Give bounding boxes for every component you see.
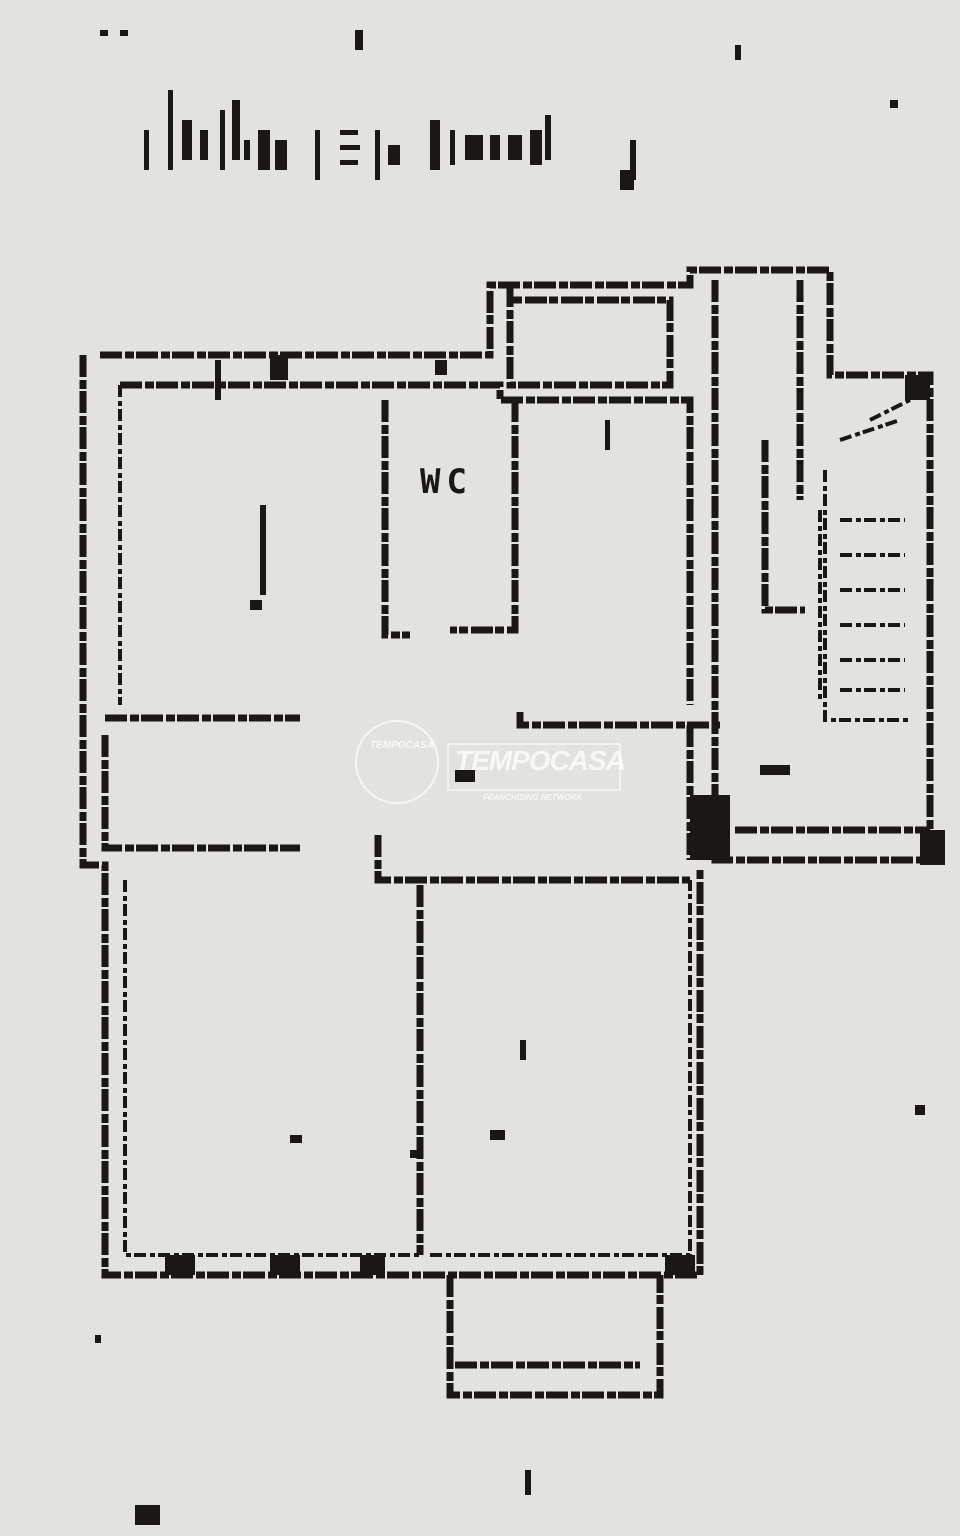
watermark-frame — [447, 743, 621, 791]
interior-walls — [101, 280, 945, 1399]
brand-tagline: FRANCHISING NETWORK — [483, 793, 583, 802]
clock-logo-icon — [355, 720, 439, 804]
logo-text: TEMPOCASA — [370, 740, 434, 751]
plan-marks — [95, 30, 945, 1525]
tempocasa-watermark: TEMPOCASA TEMPOCASA FRANCHISING NETWORK — [335, 715, 626, 810]
plan-title-scribble — [144, 90, 636, 190]
room-label-wc: WC — [420, 462, 473, 502]
outer-walls — [79, 266, 934, 1279]
brand-name: TEMPOCASA — [455, 745, 626, 776]
